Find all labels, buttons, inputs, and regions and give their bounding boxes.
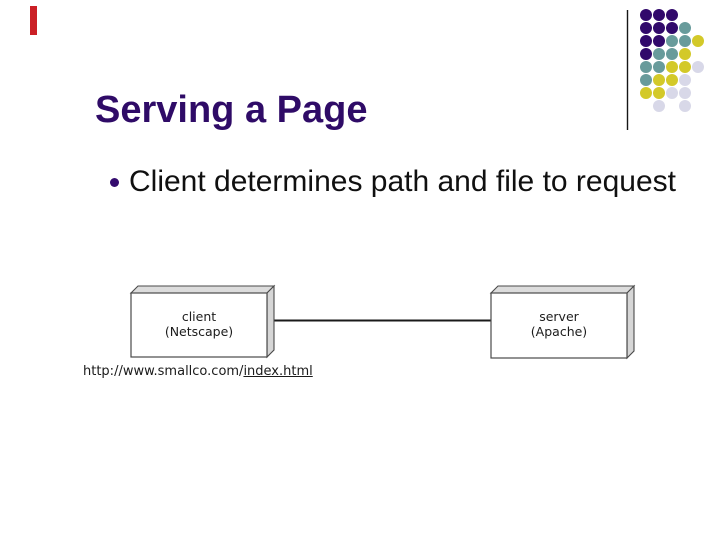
url-caption: http://www.smallco.com/index.html: [83, 364, 313, 380]
url-prefix: http://www.smallco.com/: [83, 364, 244, 379]
decor-dot: [653, 87, 665, 99]
decor-dot: [666, 87, 678, 99]
decor-dot: [653, 35, 665, 47]
bullet-marker-icon: [110, 178, 119, 187]
decor-dot: [679, 100, 691, 112]
client-box-label-line1: client: [181, 309, 217, 324]
slide-title: Serving a Page: [95, 89, 368, 131]
decor-dot: [640, 74, 652, 86]
server-box-label-line2: (Apache): [530, 324, 588, 339]
decor-dot: [640, 22, 652, 34]
decor-dot: [653, 61, 665, 73]
decor-dot: [653, 9, 665, 21]
decor-dot: [640, 35, 652, 47]
server-box-label: server (Apache): [491, 309, 627, 339]
decor-dot: [679, 74, 691, 86]
decor-dot: [666, 35, 678, 47]
decor-dot: [666, 48, 678, 60]
decor-dot: [640, 9, 652, 21]
decor-dot: [666, 9, 678, 21]
client-box-label: client (Netscape): [131, 309, 267, 339]
decor-dot: [640, 87, 652, 99]
server-box-right-face: [626, 284, 635, 360]
bullet-text: Client determines path and file to reque…: [129, 165, 676, 198]
server-box-label-line1: server: [539, 309, 579, 324]
server-box-top-face: [489, 285, 636, 294]
decor-dot: [666, 22, 678, 34]
decor-dot: [653, 74, 665, 86]
decor-dot: [640, 61, 652, 73]
decor-dot: [679, 61, 691, 73]
decor-dot: [653, 100, 665, 112]
decor-dot: [679, 22, 691, 34]
red-accent-bar: [30, 6, 37, 35]
decor-dot: [679, 87, 691, 99]
decor-dot: [666, 61, 678, 73]
decor-dot: [653, 48, 665, 60]
decor-dot: [692, 35, 704, 47]
url-file: index.html: [243, 364, 313, 379]
decor-dot: [679, 35, 691, 47]
client-box-label-line2: (Netscape): [164, 324, 234, 339]
dot-grid-decoration: [640, 9, 706, 113]
decor-dot: [666, 74, 678, 86]
decor-dot: [679, 48, 691, 60]
client-box-right-face: [266, 284, 275, 359]
client-box-top-face: [129, 285, 276, 294]
decor-dot: [653, 22, 665, 34]
decor-dot: [692, 61, 704, 73]
decor-dot: [640, 48, 652, 60]
